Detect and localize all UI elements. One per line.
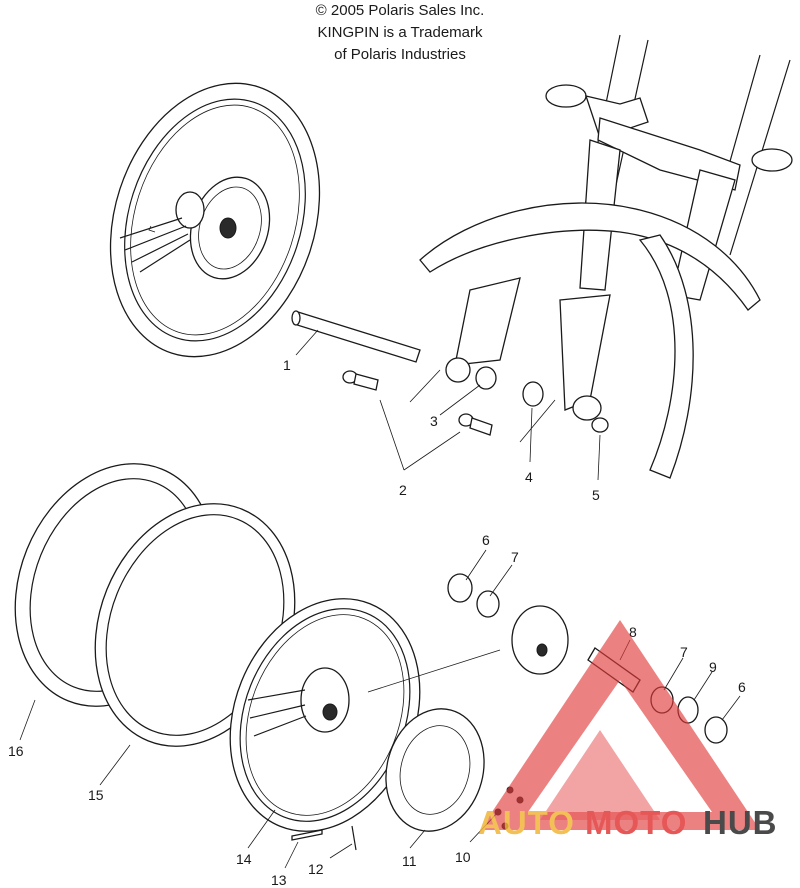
spacer: [475, 366, 497, 390]
watermark-auto: AUTO: [478, 804, 575, 841]
seal: [704, 716, 728, 744]
balance-weight: [291, 829, 323, 841]
leader-lines: [19, 329, 741, 869]
callout-1: 1: [283, 357, 291, 373]
callout-8: 8: [629, 624, 637, 640]
seal: [447, 573, 473, 603]
callout-2: 2: [399, 482, 407, 498]
bolt: [591, 417, 609, 433]
callout-7b: 7: [680, 644, 688, 660]
copyright-notice: © 2005 Polaris Sales Inc. KINGPIN is a T…: [0, 0, 800, 66]
axle: [293, 311, 421, 363]
callout-6b: 6: [738, 679, 746, 695]
watermark-triangle-icon: [480, 620, 760, 830]
watermark-hub: HUB: [703, 804, 778, 841]
copyright-line: © 2005 Polaris Sales Inc.: [315, 2, 485, 19]
callout-6: 6: [482, 532, 490, 548]
callout-7: 7: [511, 549, 519, 565]
callout-4: 4: [525, 469, 533, 485]
brake-disc: [385, 708, 485, 832]
valve-stem: [351, 825, 357, 851]
spacer: [522, 381, 544, 407]
automotohub-watermark: AUTO MOTO HUB: [478, 620, 778, 841]
callout-10: 10: [455, 849, 471, 865]
callout-numbers: 1 2 3 4 5 6 7 8 7 9 6 10 11 12 13 14 15 …: [8, 357, 746, 888]
trademark-owner-line: of Polaris Industries: [334, 46, 466, 63]
callout-11: 11: [402, 853, 417, 869]
callout-14: 14: [236, 851, 252, 867]
axle-hardware: [291, 310, 609, 443]
bearing: [476, 590, 500, 618]
callout-3: 3: [430, 413, 438, 429]
fork-assembly: [419, 34, 793, 479]
exploded-wheel: [14, 463, 728, 851]
trademark-line: KINGPIN is a Trademark: [317, 24, 483, 41]
assembled-front-wheel: [109, 82, 321, 358]
callout-5: 5: [592, 487, 600, 503]
callout-16: 16: [8, 743, 24, 759]
callout-15: 15: [88, 787, 104, 803]
callout-9: 9: [709, 659, 717, 675]
callout-12: 12: [308, 861, 324, 877]
watermark-moto: MOTO: [585, 804, 687, 841]
callout-13: 13: [271, 872, 287, 888]
hub-assembly: [511, 605, 569, 675]
hub: [300, 667, 350, 733]
